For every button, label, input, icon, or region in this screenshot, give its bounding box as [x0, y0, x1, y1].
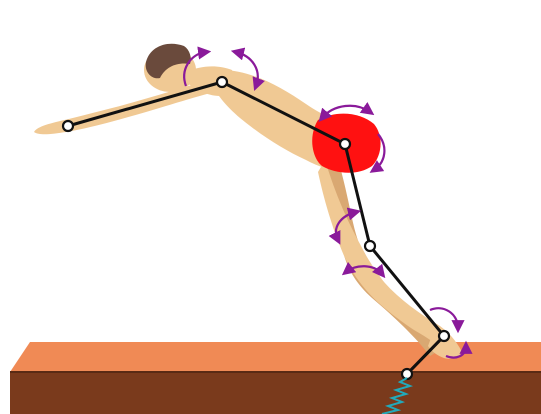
joint-knee [365, 241, 375, 251]
joint-shoulder [217, 77, 227, 87]
platform-top [10, 342, 541, 372]
platform-side [10, 372, 541, 414]
joint-hip [340, 139, 350, 149]
joint-toe [402, 369, 412, 379]
joint-ankle [439, 331, 449, 341]
diver-body [34, 44, 462, 359]
joint-hand [63, 121, 73, 131]
